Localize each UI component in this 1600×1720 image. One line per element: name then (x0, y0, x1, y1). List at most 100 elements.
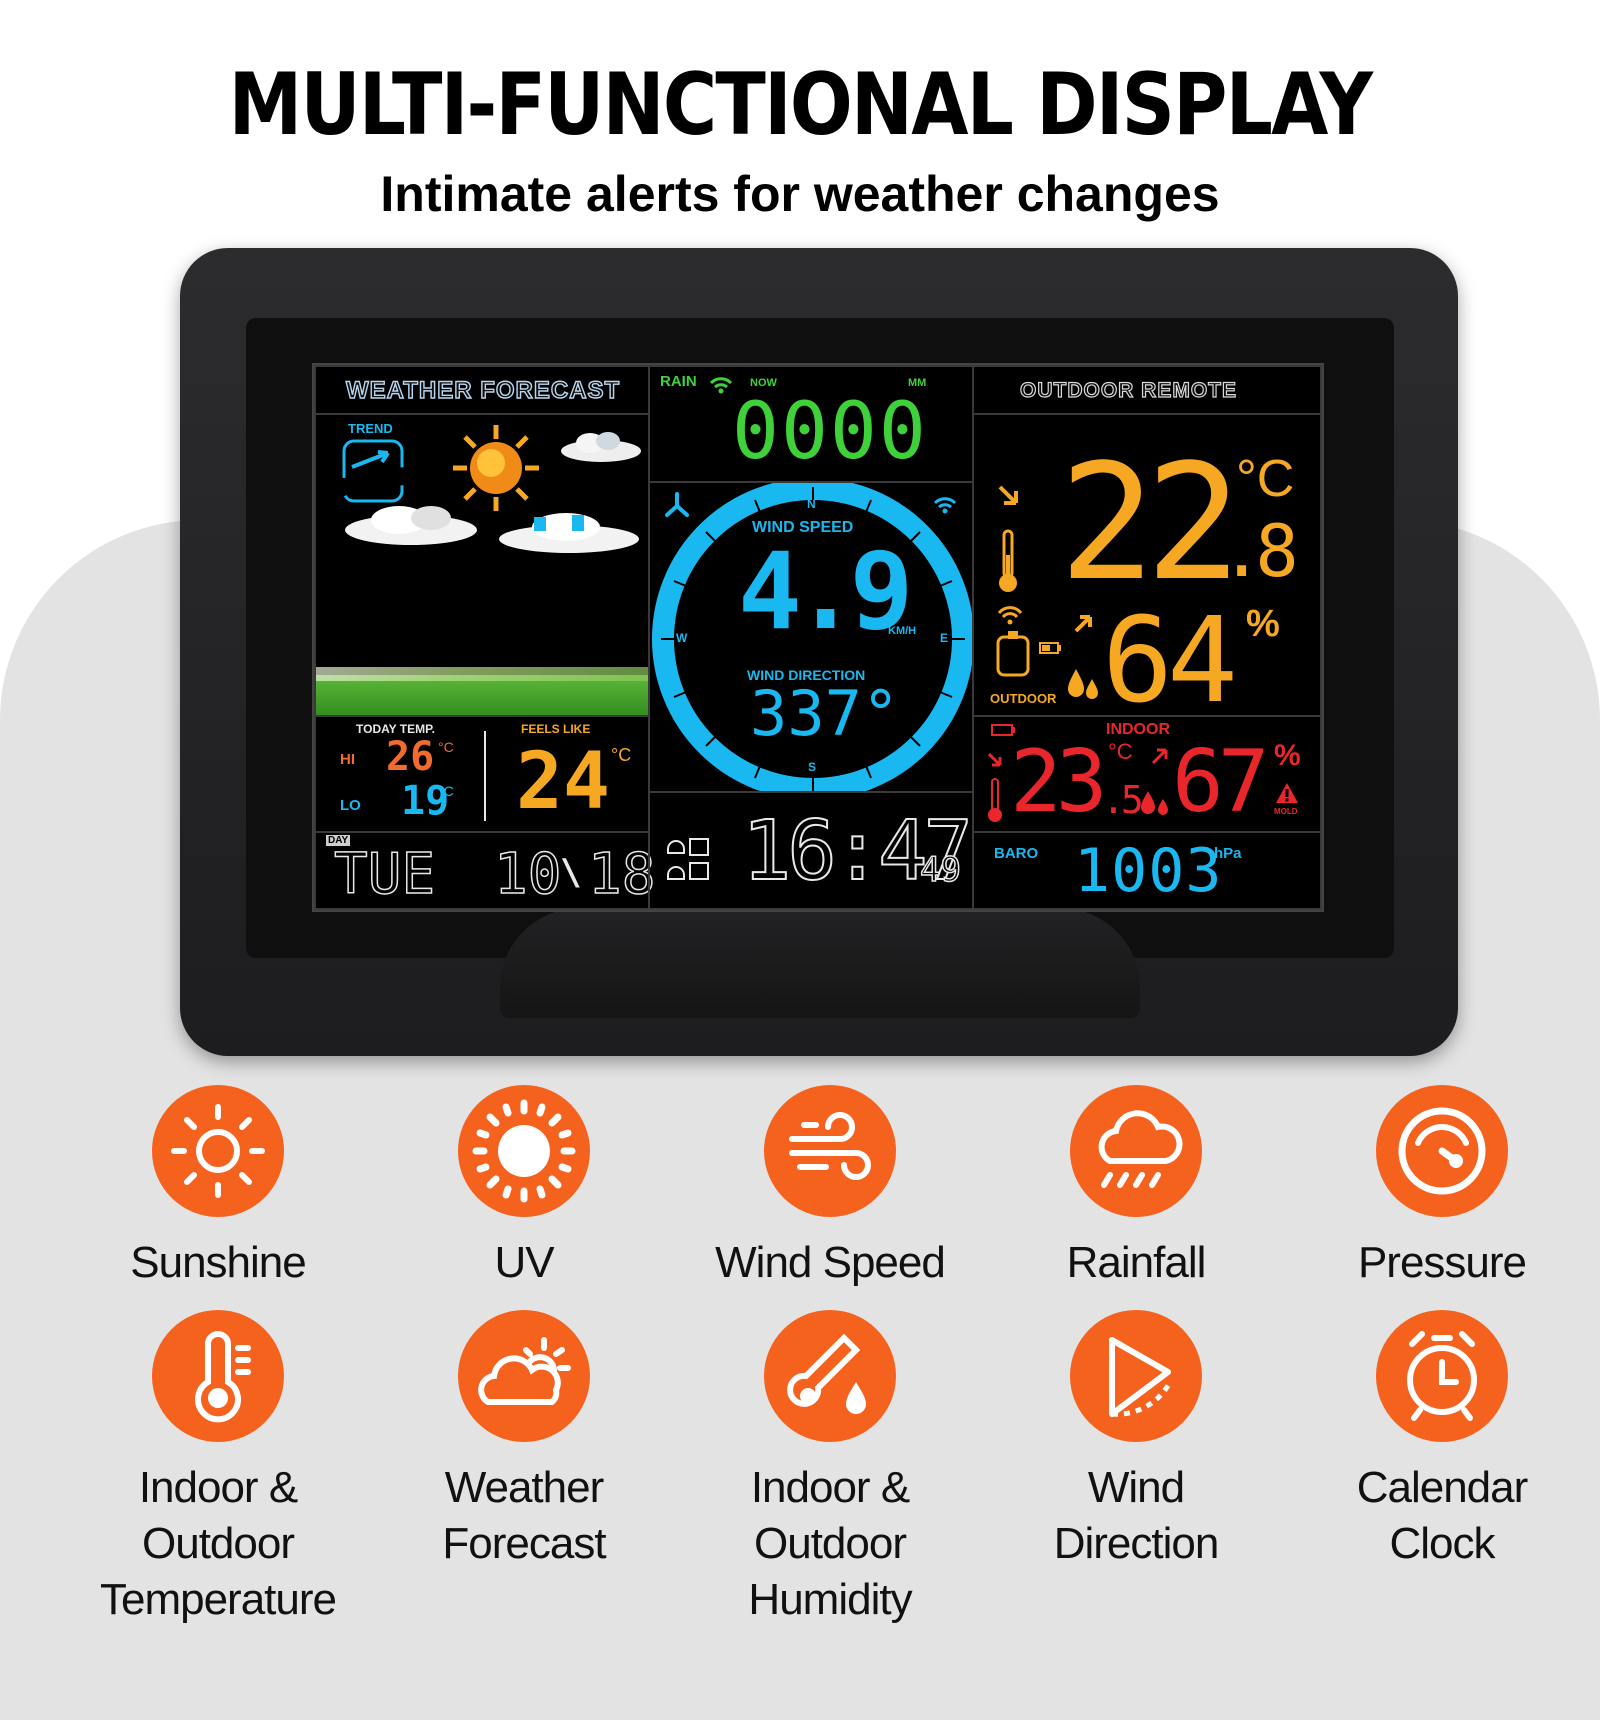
humidity-icon (764, 1310, 896, 1442)
baro-label: BARO (994, 845, 1039, 862)
mold-label: MOLD (1274, 807, 1298, 816)
trend-label: TREND (348, 421, 393, 436)
indoor-humidity-unit: % (1274, 739, 1301, 772)
rain-label: RAIN (660, 373, 697, 390)
outdoor-temp-unit: °C (1236, 450, 1295, 508)
grass-strip (316, 675, 648, 715)
outdoor-label: OUTDOOR (990, 691, 1057, 706)
feature-wind-speed: Wind Speed (680, 1085, 980, 1291)
indoor-temp: 23 (1010, 732, 1108, 832)
date-separator: \ (560, 852, 582, 893)
sun-outline-icon (152, 1085, 284, 1217)
lo-unit: °C (438, 783, 454, 799)
partly-cloudy-icon (458, 1310, 590, 1442)
rain-signal-icon (709, 377, 733, 394)
outdoor-temp-main: 22 (1059, 429, 1242, 616)
rain-value: 0000 (732, 387, 928, 477)
wind-direction-label: WIND DIRECTION (747, 667, 866, 683)
clock-time: 16:47 (741, 804, 974, 899)
alarm-slots-icon (667, 838, 709, 880)
indoor-panel: INDOOR 23 .5 °C 67 % (972, 715, 1322, 833)
outdoor-title: OUTDOOR REMOTE (1019, 378, 1237, 402)
day-tag: DAY (326, 835, 351, 846)
indoor-humidity-trend-icon (1151, 748, 1168, 765)
forecast-panel: TREND (314, 413, 650, 717)
indoor-temp-decimal: .5 (1102, 778, 1144, 822)
page-title: MULTI-FUNCTIONAL DISPLAY (228, 55, 1373, 155)
indoor-humidity: 67 (1172, 732, 1270, 832)
temp-divider (484, 731, 486, 821)
weather-station-device: WEATHER FORECAST TREND (180, 248, 1458, 1056)
feature-uv: UV (374, 1085, 674, 1291)
wind-speed-unit: KM/H (888, 625, 917, 637)
fan-icon (665, 492, 689, 517)
lo-value: 19 (401, 778, 450, 824)
compass-ring (652, 483, 972, 791)
clock-seconds: 49 (919, 850, 961, 890)
lo-label: LO (340, 797, 361, 814)
rain-panel: RAIN NOW MM 0000 (648, 365, 974, 483)
left-cloud-icon (345, 506, 477, 545)
wind-icon (764, 1085, 896, 1217)
compass-east: E (940, 631, 949, 645)
feature-label: Wind Speed (715, 1238, 946, 1287)
compass-south: S (808, 760, 817, 774)
alarm-clock-icon (1376, 1310, 1508, 1442)
hi-unit: °C (438, 739, 454, 755)
wind-panel: N S W E WIND SPEED 4.9 KM/H WIND DIRECTI… (648, 481, 974, 793)
compass-north: N (807, 497, 816, 511)
outdoor-panel: OUTDOOR 22 .8 °C 64 % (972, 413, 1322, 729)
feels-like-value: 24 (516, 737, 610, 827)
lcd-screen: WEATHER FORECAST TREND (312, 363, 1324, 912)
hi-label: HI (340, 751, 355, 768)
feature-label: Pressure (1357, 1238, 1527, 1287)
date-value: 18 (587, 842, 656, 907)
feature-grid: Sunshine UV (0, 1085, 1600, 1624)
baro-value: 1003 (1074, 836, 1223, 906)
trend-arrow-icon (342, 439, 404, 503)
feature-label: Rainfall (1066, 1238, 1207, 1287)
feels-like-unit: °C (611, 745, 632, 765)
outdoor-sensor-icon (996, 631, 1030, 677)
gauge-icon (1376, 1085, 1508, 1217)
outdoor-humidity: 64 (1102, 591, 1238, 729)
day-of-week: TUE (333, 842, 436, 907)
outdoor-droplet-icon (1068, 669, 1098, 699)
humidity-trend-arrow-icon (1074, 615, 1092, 633)
compass-west: W (676, 631, 688, 645)
rain-cloud-icon (1070, 1085, 1202, 1217)
wind-signal-icon (933, 497, 957, 514)
today-temp-label: TODAY TEMP. (356, 722, 435, 736)
indoor-label: INDOOR (1106, 721, 1170, 738)
forecast-header: WEATHER FORECAST (314, 365, 650, 415)
outdoor-thermometer-icon (999, 529, 1017, 592)
page-subtitle: Intimate alerts for weather changes (380, 166, 1220, 222)
wind-speed-label: WIND SPEED (752, 519, 854, 536)
hi-value: 26 (386, 734, 435, 780)
device-stand (500, 908, 1140, 1018)
month-value: 10 (493, 842, 562, 907)
temperature-panel: TODAY TEMP. HI 26 °C LO 19 °C FEELS LIKE… (314, 715, 650, 833)
wind-speed-value: 4.9 (738, 530, 913, 653)
temp-trend-arrow-icon (998, 485, 1018, 505)
indoor-temp-trend-icon (987, 752, 1002, 767)
baro-panel: BARO 1003 hPa (972, 831, 1322, 910)
feature-sunshine: Sunshine (68, 1085, 368, 1291)
forecast-title: WEATHER FORECAST (345, 376, 621, 404)
mold-warning-icon (1276, 783, 1298, 803)
indoor-battery-icon (991, 724, 1015, 736)
indoor-droplet-icon (1141, 791, 1168, 815)
feature-label: Sunshine (130, 1238, 306, 1287)
feels-like-label: FEELS LIKE (521, 722, 591, 736)
outdoor-humidity-unit: % (1246, 603, 1280, 645)
sun-filled-icon (458, 1085, 590, 1217)
right-cloud-icon (499, 513, 639, 553)
